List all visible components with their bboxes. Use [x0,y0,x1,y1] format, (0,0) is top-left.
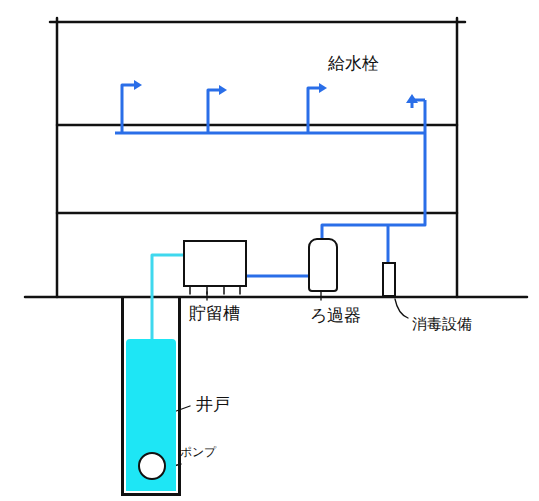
node-label: 消毒設備 [412,316,472,333]
pump: ポンプ [138,452,166,480]
node-label: ポンプ [180,446,216,459]
part-label: 給水栓 [328,52,379,75]
building-wall [456,18,459,297]
faucet-arrow [219,85,227,95]
tank-leg [239,287,241,294]
roof-line [50,21,465,24]
leader-line [206,292,207,300]
ground-line [25,296,527,299]
well: 井戸ポンプ [121,297,181,496]
faucet-arrow [319,83,327,93]
floor-line [57,124,457,127]
faucet-pipe [122,85,138,133]
faucet-pipe [308,88,323,133]
disinfection-unit: 消毒設備 [382,262,396,297]
node-label: ろ過器 [310,306,361,325]
disinfection-pipe [387,225,390,262]
distribution-pipe [115,132,425,135]
faucet-arrow [406,94,418,103]
tank-leg [189,287,191,294]
filter: ろ過器 [308,238,338,292]
supply-pipe [322,100,425,238]
node-label: 貯留槽 [189,304,240,323]
storage-tank: 貯留槽 [183,240,247,287]
faucet-arrow [134,80,142,90]
leader-line [395,299,408,318]
leader-line [320,292,321,300]
faucet-pipe [208,90,223,133]
tank-leg [223,287,225,294]
node-label: 井戸 [196,395,230,414]
building-wall [56,18,59,297]
floor-line [57,212,457,215]
water-pipe [247,275,308,278]
